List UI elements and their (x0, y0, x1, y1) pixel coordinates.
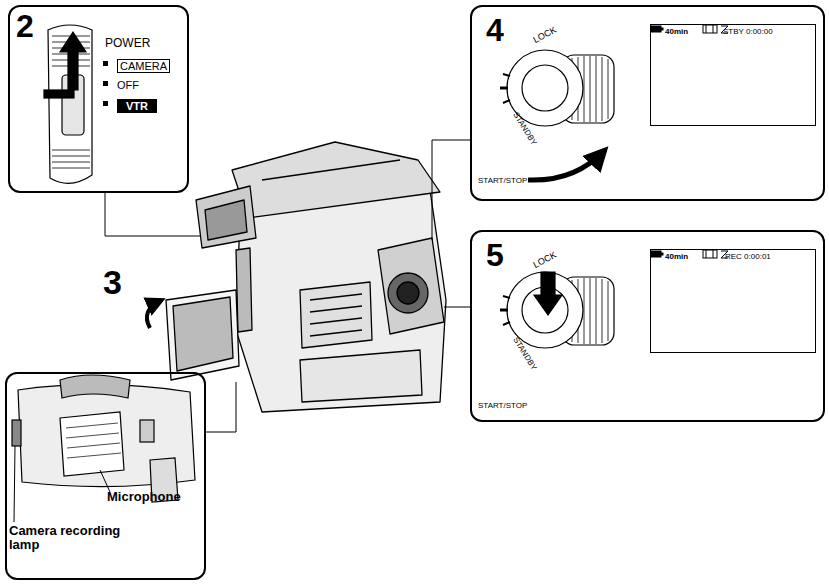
dial-position: LOCK (532, 250, 558, 270)
switch-label: POWER (105, 37, 150, 50)
part-name: Microphone (107, 490, 181, 504)
switch-position: CAMERA (117, 59, 170, 73)
recording-status: STBY 0:00:00 (723, 28, 773, 37)
step-number: 5 (486, 238, 504, 273)
part-name: Camera recording lamp (9, 524, 134, 553)
switch-position: OFF (117, 79, 139, 91)
screen-icons (651, 25, 728, 258)
viewfinder-screen: 40min STBY 0:00:00 (650, 24, 816, 126)
dial-position: STANDBY (511, 111, 538, 147)
dial-position: STANDBY (511, 336, 538, 372)
step-panel: 5 LOCK STANDBY START/STOP 40min REC 0:00:01 (470, 230, 825, 422)
dial-position: LOCK (532, 25, 558, 45)
viewfinder-screen: 40min REC 0:00:01 (650, 249, 816, 353)
tape-remaining: 40min (665, 253, 688, 262)
step-number: 4 (486, 13, 504, 48)
button-label: START/STOP (478, 177, 527, 186)
step-number: 3 (103, 265, 122, 299)
power-switch (44, 25, 92, 183)
button-label: START/STOP (478, 402, 527, 411)
step-panel: 2POWER CAMERA OFF VTR (8, 5, 189, 193)
inset-panel: MicrophoneCamera recording lamp (5, 372, 206, 580)
switch-position: VTR (117, 99, 157, 113)
recording-status: REC 0:00:01 (725, 253, 771, 262)
step-number: 2 (16, 9, 34, 44)
tape-remaining: 40min (665, 28, 688, 37)
position-mark (103, 61, 108, 106)
start-stop-dial (500, 50, 614, 180)
step-panel: 4 LOCK STANDBY START/STOP 40min STBY 0:00:00 (470, 5, 825, 201)
inset-illustration (12, 375, 195, 522)
